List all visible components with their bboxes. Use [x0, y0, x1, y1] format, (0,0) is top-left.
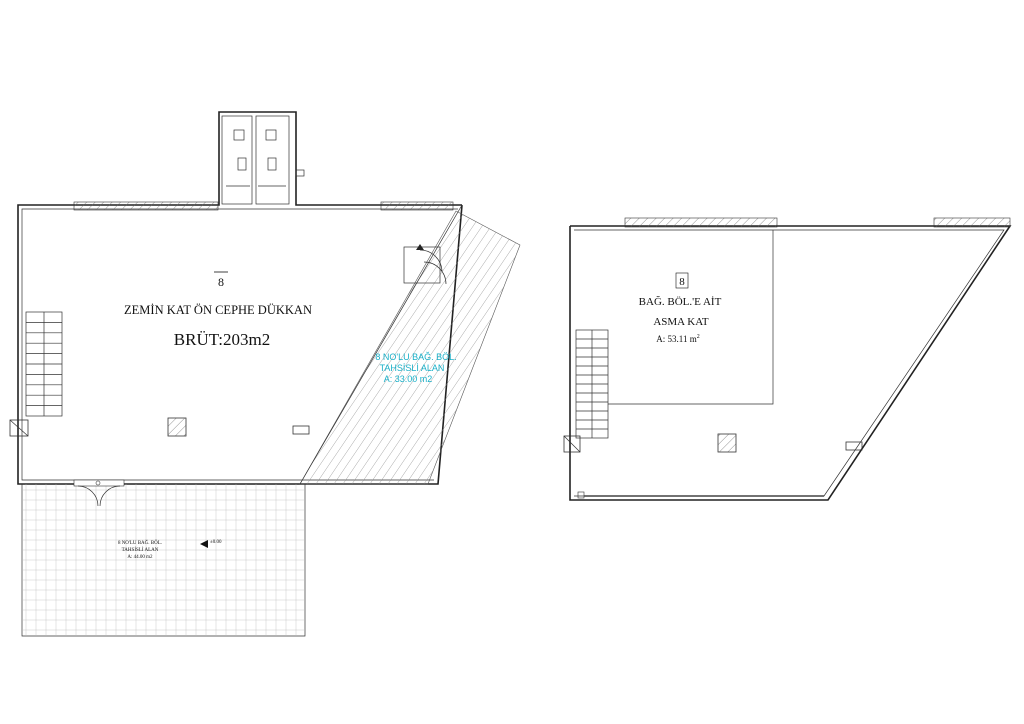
mezzanine-area: A: 53.11 m2 — [656, 334, 699, 344]
wall-hatch-strip — [624, 217, 778, 228]
front-area-value: A: 44.00 m2 — [127, 555, 153, 560]
belongs-to-label: BAĞ. BÖL.'E AİT — [639, 296, 722, 308]
shaft-marker — [292, 425, 310, 435]
wc-block — [221, 115, 305, 205]
right-outer-wall — [569, 225, 1012, 501]
column — [717, 433, 737, 453]
hatch-line — [450, 211, 520, 484]
unit-title: ZEMİN KAT ÖN CEPHE DÜKKAN — [124, 303, 312, 317]
unit-number: 8 — [218, 275, 224, 289]
right-unit-plan: 8 BAĞ. BÖL.'E AİT ASMA KAT A: 53.11 m2 — [563, 217, 1012, 501]
allocated-area-value: A: 33.00 m2 — [384, 374, 433, 384]
wall-hatch-strip — [933, 217, 1011, 228]
staircase-left — [25, 311, 63, 417]
wall-hatch-strip — [73, 201, 219, 211]
hatch-line — [300, 211, 411, 484]
hatch-line — [432, 211, 520, 484]
staircase-right — [575, 329, 609, 439]
hatch-line — [423, 211, 520, 484]
front-allocated-area — [21, 479, 306, 637]
left-outer-wall — [17, 111, 463, 485]
allocated-area-label: 8 NO'LU BAĞ. BÖL. — [375, 352, 456, 362]
level-mark: ±0.00 — [210, 540, 222, 545]
shaft-marker — [845, 441, 863, 451]
column-marker — [9, 419, 29, 437]
front-area-label: 8 NO'LU BAĞ. BÖL. — [118, 540, 162, 546]
mezzanine-boundary — [608, 230, 774, 405]
hatch-line — [378, 211, 520, 484]
gross-area: BRÜT:203m2 — [174, 330, 270, 349]
hatch-line — [441, 211, 520, 484]
hatch-line — [369, 211, 520, 484]
unit-number: 8 — [679, 276, 685, 288]
hatch-line — [351, 211, 520, 484]
mezzanine-label: ASMA KAT — [653, 316, 709, 328]
wall-hatch-strip — [380, 201, 454, 211]
door-symbol — [403, 244, 447, 285]
front-area-label: TAHSİSLİ ALAN — [122, 547, 159, 553]
column — [167, 417, 187, 437]
left-unit-plan: 8 ZEMİN KAT ÖN CEPHE DÜKKAN BRÜT:203m2 8… — [9, 111, 743, 637]
column-marker — [563, 435, 581, 453]
hatch-line — [342, 211, 520, 484]
allocated-area-label: TAHSİSLİ ALAN — [380, 363, 445, 373]
hatch-line — [523, 160, 743, 484]
hatch-line — [360, 211, 520, 484]
